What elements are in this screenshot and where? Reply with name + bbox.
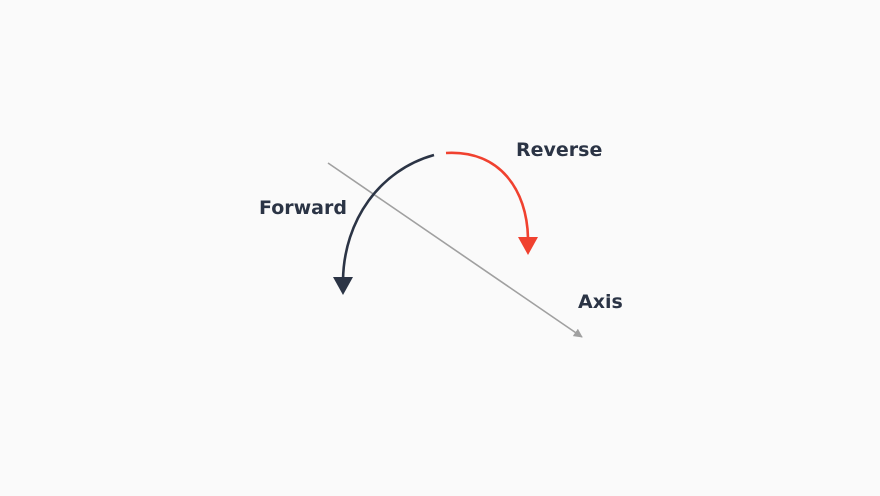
- reverse-arrowhead: [518, 237, 538, 255]
- forward-arrow-arc: [341, 153, 435, 281]
- reverse-label: Reverse: [516, 139, 603, 161]
- forward-arrowhead: [333, 277, 353, 295]
- reverse-arrow-arc: [445, 151, 530, 239]
- axis-line: [327, 162, 583, 338]
- axis-label: Axis: [578, 291, 623, 313]
- forward-label: Forward: [259, 197, 347, 219]
